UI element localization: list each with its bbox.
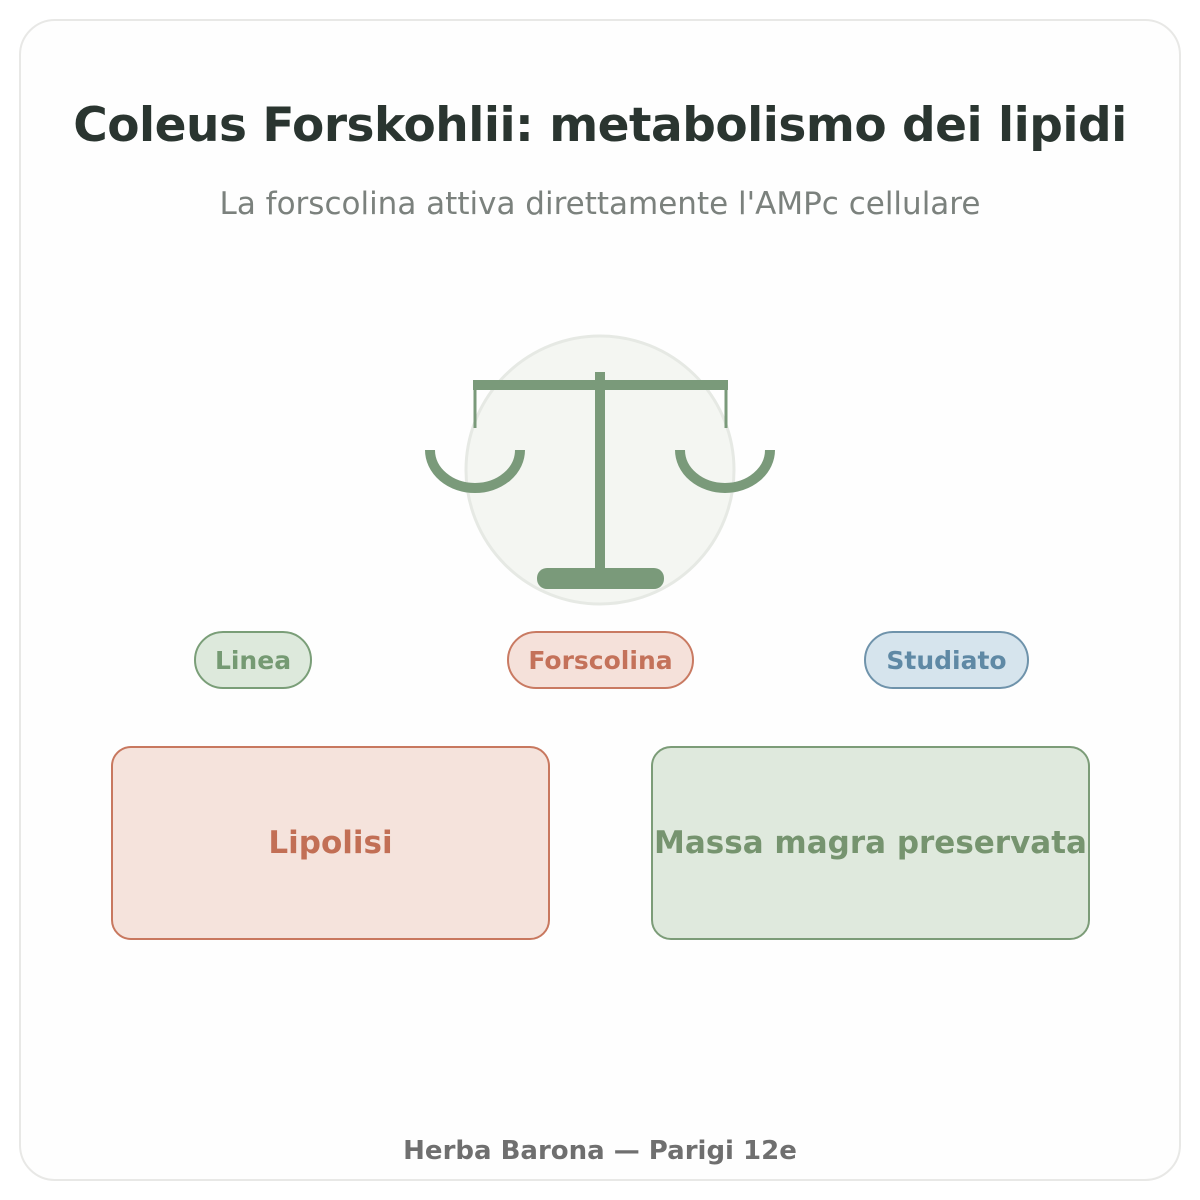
footer-credit: Herba Barona — Parigi 12e xyxy=(403,1136,797,1166)
scale-base xyxy=(537,568,664,589)
left-pan xyxy=(425,449,525,493)
page-subtitle: La forscolina attiva direttamente l'AMPc… xyxy=(219,186,981,222)
box-lipolisi: Lipolisi xyxy=(111,746,550,940)
tag-studiato: Studiato xyxy=(864,631,1029,689)
page-title: Coleus Forskohlii: metabolismo dei lipid… xyxy=(73,98,1127,153)
tag-forscolina: Forscolina xyxy=(507,631,694,689)
box-massa-magra: Massa magra preservata xyxy=(651,746,1090,940)
tag-linea: Linea xyxy=(194,631,312,689)
balance-scale-icon xyxy=(425,334,775,606)
right-pan xyxy=(675,449,775,493)
